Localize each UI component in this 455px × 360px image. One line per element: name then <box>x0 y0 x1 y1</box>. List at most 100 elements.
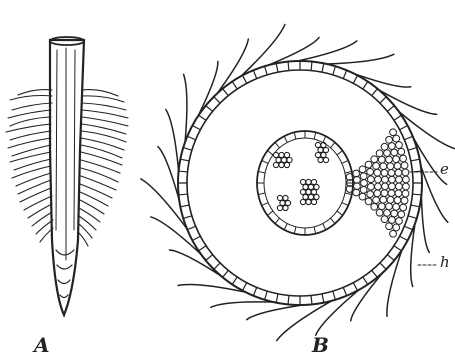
pericycle-cell-wall <box>331 142 335 147</box>
epidermis-cell-wall <box>232 82 237 89</box>
cortex-cell <box>360 186 367 193</box>
cortex-cell <box>367 168 374 175</box>
cortex-cell <box>386 203 393 210</box>
cortex-cell <box>391 149 398 156</box>
cortex-cell <box>394 197 401 204</box>
epidermis-cell-wall <box>253 70 256 78</box>
epidermis-cell-wall <box>206 255 213 261</box>
cortex-cell <box>398 211 405 218</box>
epidermis-cell-wall <box>288 295 289 304</box>
epidermis-cell-wall <box>265 291 268 300</box>
epidermis-cell-wall <box>408 148 417 151</box>
pericycle-cell-wall <box>284 136 287 142</box>
pericycle-cell-wall <box>294 227 296 234</box>
cortex-cell <box>354 176 361 183</box>
cortex-cell <box>378 156 385 163</box>
vascular-cell <box>276 157 281 162</box>
epidermis-cell-wall <box>253 287 256 295</box>
cortex-cell <box>360 173 367 180</box>
pericycle-cell-wall <box>267 151 272 155</box>
cortex-cell <box>365 198 372 205</box>
cortex-cell <box>395 169 402 176</box>
epidermis-cell-wall <box>276 63 278 72</box>
vascular-cell <box>306 199 311 204</box>
cortex-cell <box>384 150 391 157</box>
cortex-cell <box>388 217 395 224</box>
cortex-cell <box>387 196 394 203</box>
vascular-cell <box>311 179 316 184</box>
vascular-cell <box>311 199 316 204</box>
vascular-cell <box>303 184 308 189</box>
cortex-cell <box>374 190 381 197</box>
vascular-cell <box>300 189 305 194</box>
cortex-cell <box>376 209 383 216</box>
epidermis-cell-wall <box>183 216 192 219</box>
vascular-cell <box>281 157 286 162</box>
pericycle-cell-wall <box>342 160 348 163</box>
epidermis-cell-wall <box>333 291 336 300</box>
cortex-cell <box>368 176 375 183</box>
cortex-cell <box>403 183 410 190</box>
vascular-cell <box>308 184 313 189</box>
vascular-cell <box>308 194 313 199</box>
vascular-cell <box>273 162 278 167</box>
vascular-cell <box>311 189 316 194</box>
epidermis-cell-wall <box>223 270 229 277</box>
cortex-cell <box>376 150 383 157</box>
cortex-cell <box>373 197 380 204</box>
cortex-cell <box>396 218 403 225</box>
vascular-cell <box>283 195 288 200</box>
root-hair <box>399 112 455 149</box>
vascular-cell <box>306 189 311 194</box>
epidermis-cell-wall <box>265 66 268 75</box>
panel-b-cross-section <box>141 24 455 340</box>
epidermis-cell-wall <box>242 283 246 291</box>
vascular-cell <box>318 147 323 152</box>
vascular-cell <box>277 205 282 210</box>
epidermis-cell-wall <box>343 70 346 78</box>
vascular-cell <box>283 205 288 210</box>
cortex-cell <box>367 191 374 198</box>
root-hair <box>354 74 410 87</box>
vascular-cell <box>315 152 320 157</box>
vascular-cell <box>285 200 290 205</box>
cortex-cell <box>353 170 360 177</box>
pericycle-cell-wall <box>275 142 279 147</box>
epidermis-cell-wall <box>192 125 200 129</box>
cortex-cell <box>388 169 395 176</box>
vascular-cell <box>314 184 319 189</box>
pericycle-cell-wall <box>275 218 279 223</box>
epidermis-cell-wall <box>404 226 412 229</box>
cortex-cell <box>381 143 388 150</box>
vascular-cell <box>321 152 326 157</box>
epidermis-cell-wall <box>333 66 336 75</box>
cortex-cell <box>380 196 387 203</box>
epidermis-cell-wall <box>199 246 206 251</box>
cortex-cell <box>391 210 398 217</box>
epidermis-cell-wall <box>400 125 408 129</box>
panel-a-root-tip <box>6 37 128 315</box>
epidermis-cell-wall <box>192 236 200 240</box>
epidermis-cell-wall <box>180 205 189 207</box>
epidermis-cell-wall <box>353 75 357 83</box>
cortex-cell <box>400 155 407 162</box>
cortex-cell <box>361 180 368 187</box>
cortex-cell <box>375 176 382 183</box>
root-hair <box>241 24 285 76</box>
cortex-cell <box>381 170 388 177</box>
cortex-cell <box>393 224 400 231</box>
panel-a-label: A <box>34 333 50 357</box>
cortex-cell <box>353 189 360 196</box>
cortex-cell <box>400 204 407 211</box>
cortex-cell <box>371 203 378 210</box>
root-hair <box>247 305 303 320</box>
epidermis-cell-wall <box>288 62 289 71</box>
cortex-cell <box>365 161 372 168</box>
pericycle-cell-wall <box>284 224 287 230</box>
cortex-cell <box>393 203 400 210</box>
epidermis-cell-wall <box>343 287 346 295</box>
cortex-cell <box>382 176 389 183</box>
vascular-cell <box>323 157 328 162</box>
epidermis-cell-wall <box>214 97 220 103</box>
callout-e: e <box>440 160 449 178</box>
